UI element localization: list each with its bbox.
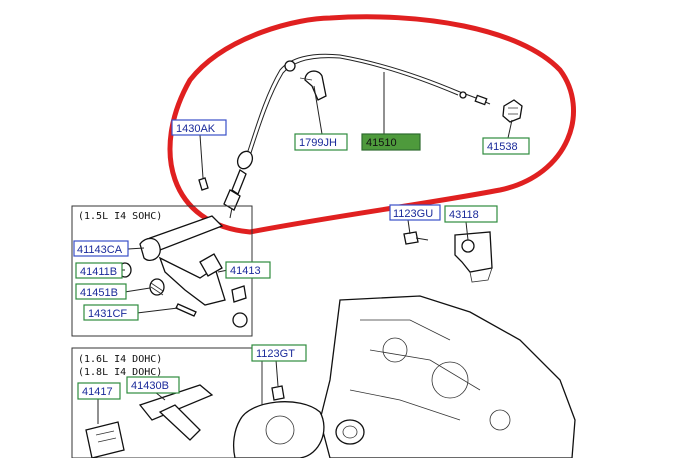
svg-text:41538: 41538 bbox=[487, 141, 518, 153]
cable-pin bbox=[198, 177, 209, 191]
label-41413[interactable]: 41413 bbox=[225, 261, 271, 279]
cable-clip bbox=[299, 70, 327, 101]
label-41411B[interactable]: 41411B bbox=[75, 262, 123, 279]
label-43118[interactable]: 43118 bbox=[444, 205, 498, 223]
svg-text:41510: 41510 bbox=[366, 137, 397, 149]
svg-text:1430AK: 1430AK bbox=[176, 123, 216, 135]
svg-text:43118: 43118 bbox=[449, 209, 479, 221]
svg-text:41417: 41417 bbox=[82, 386, 113, 398]
release-bracket bbox=[454, 231, 493, 283]
dohc-panel bbox=[71, 347, 263, 458]
cable-bracket-bolt bbox=[502, 99, 523, 123]
clutch-cable bbox=[223, 53, 491, 219]
header-dohc-2: (1.8L I4 DOHC) bbox=[78, 367, 162, 378]
sohc-panel bbox=[71, 205, 253, 337]
header-dohc-1: (1.6L I4 DOHC) bbox=[78, 354, 162, 365]
label-41430B[interactable]: 41430B bbox=[126, 376, 180, 394]
label-41417[interactable]: 41417 bbox=[77, 382, 121, 400]
label-1799JH[interactable]: 1799JH bbox=[294, 133, 348, 151]
highlight-circle bbox=[167, 14, 576, 235]
header-sohc: (1.5L I4 SOHC) bbox=[78, 211, 162, 222]
label-41538[interactable]: 41538 bbox=[482, 137, 530, 155]
bracket-bolt bbox=[403, 231, 429, 245]
label-41143CA[interactable]: 41143CA bbox=[73, 240, 129, 257]
svg-text:41411B: 41411B bbox=[80, 266, 117, 278]
svg-text:41430B: 41430B bbox=[131, 380, 169, 392]
label-41510[interactable]: 41510 bbox=[361, 133, 421, 151]
transmission-case bbox=[233, 295, 576, 458]
svg-text:1431CF: 1431CF bbox=[88, 308, 127, 320]
label-41451B[interactable]: 41451B bbox=[75, 283, 127, 300]
label-1431CF[interactable]: 1431CF bbox=[83, 304, 139, 321]
leader-lines bbox=[97, 72, 513, 424]
svg-text:1123GU: 1123GU bbox=[393, 208, 433, 220]
label-1430AK[interactable]: 1430AK bbox=[171, 119, 227, 136]
svg-text:41143CA: 41143CA bbox=[77, 244, 123, 256]
svg-text:1123GT: 1123GT bbox=[256, 348, 295, 360]
svg-text:1799JH: 1799JH bbox=[299, 137, 337, 149]
svg-text:41451B: 41451B bbox=[80, 287, 118, 299]
label-1123GT[interactable]: 1123GT bbox=[251, 344, 307, 362]
svg-text:41413: 41413 bbox=[230, 265, 261, 277]
label-1123GU[interactable]: 1123GU bbox=[389, 204, 441, 221]
